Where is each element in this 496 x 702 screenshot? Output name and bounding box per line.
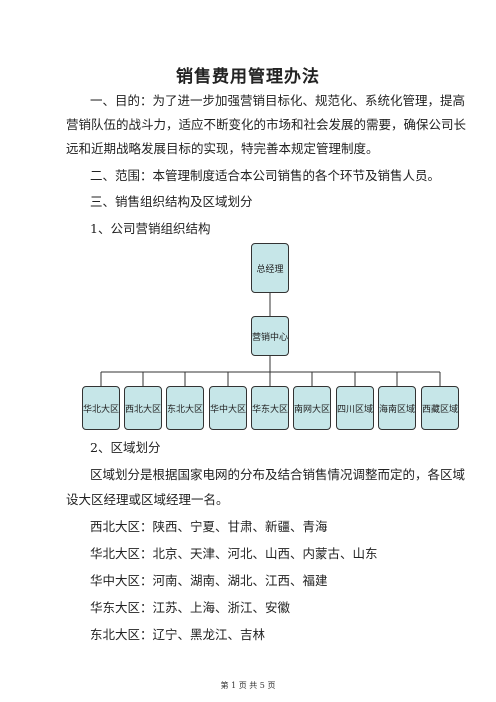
- region-list-item: 西北大区：陕西、宁夏、甘肃、新疆、青海: [90, 519, 328, 534]
- region-list-item: 华东大区：江苏、上海、浙江、安徽: [90, 600, 291, 615]
- section-heading-structure: 三、销售组织结构及区域划分: [90, 194, 253, 209]
- scope-paragraph: 二、范围：本管理制度适合本公司销售的各个环节及销售人员。: [90, 168, 441, 183]
- org-node-region: 华中大区: [209, 386, 247, 430]
- region-list-item: 华北大区：北京、天津、河北、山西、内蒙古、山东: [90, 546, 378, 561]
- org-node-region: 华东大区: [251, 386, 289, 430]
- org-node-region: 东北大区: [166, 386, 204, 430]
- org-node-region: 西藏区域: [421, 386, 459, 430]
- org-node-marketing-center: 营销中心: [251, 316, 289, 356]
- org-node-general-manager: 总经理: [251, 243, 289, 293]
- org-node-region: 四川区域: [336, 386, 374, 430]
- subheading-region-division: 2、区域划分: [90, 440, 161, 455]
- region-list-item: 华中大区：河南、湖南、湖北、江西、福建: [90, 573, 328, 588]
- purpose-line-1: 一、目的：为了进一步加强营销目标化、规范化、系统化管理，提高: [90, 93, 466, 108]
- division-line-1: 区域划分是根据国家电网的分布及结合销售情况调整而定的，各区域: [90, 467, 466, 482]
- region-list-item: 东北大区：辽宁、黑龙江、吉林: [90, 627, 266, 642]
- subheading-org-structure: 1、公司营销组织结构: [90, 221, 211, 236]
- page-footer: 第 1 页 共 5 页: [220, 681, 276, 690]
- org-node-region: 西北大区: [124, 386, 162, 430]
- org-node-region: 南网大区: [293, 386, 331, 430]
- page-title: 销售费用管理办法: [176, 67, 320, 87]
- org-node-region: 华北大区: [82, 386, 120, 430]
- division-line-2: 设大区经理或区域经理一名。: [66, 492, 229, 507]
- org-node-region: 海南区域: [378, 386, 416, 430]
- purpose-line-3: 远和近期战略发展目标的实现，特完善本规定管理制度。: [66, 141, 379, 156]
- purpose-line-2: 营销队伍的战斗力，适应不断变化的市场和社会发展的需要，确保公司长: [66, 117, 467, 132]
